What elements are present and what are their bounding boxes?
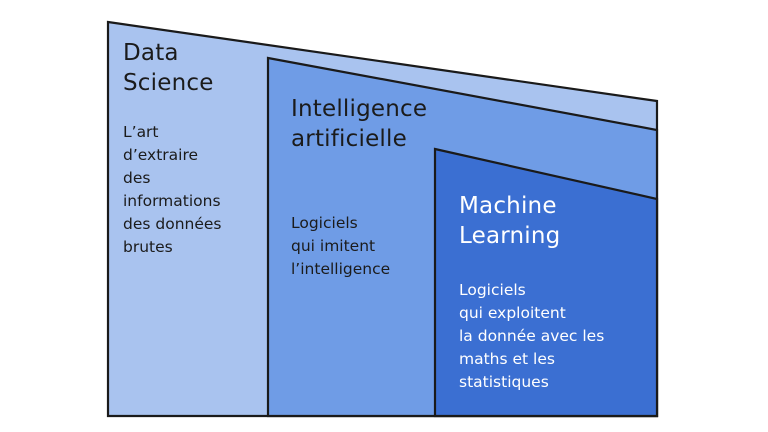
ai-description: Logiciels qui imitent l’intelligence	[291, 214, 391, 278]
data-science-description: L’art d’extraire des informations des do…	[123, 123, 222, 256]
ml-title: Machine Learning	[459, 193, 561, 249]
ai-title: Intelligence artificielle	[291, 96, 428, 152]
ml-description: Logiciels qui exploitent la donnée avec …	[459, 281, 605, 391]
ml-layer	[433, 147, 659, 418]
data-science-title: Data Science	[123, 40, 214, 96]
